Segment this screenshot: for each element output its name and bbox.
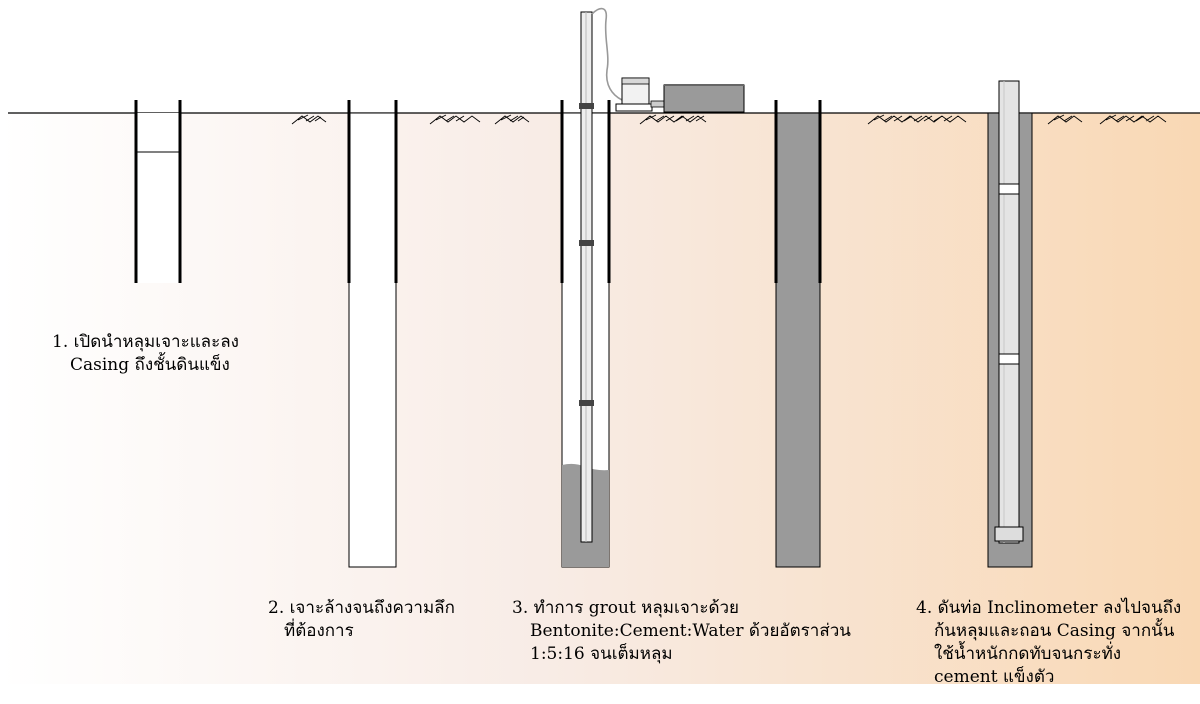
step2-caption-line2: ที่ต้องการ [284,621,354,641]
step4-caption-line2: ก้นหลุมและถอน Casing จากนั้น [934,621,1175,641]
step1-caption-line2: Casing ถึงชั้นดินแข็ง [70,355,230,375]
step3-borehole [560,7,745,568]
step3-caption-line3: 1:5:16 จนเต็มหลุม [530,644,673,664]
step1-caption-line1: 1. เปิดนำหลุมเจาะและลง [52,332,239,352]
step1-borehole [134,100,182,283]
step3-caption-line2: Bentonite:Cement:Water ด้วยอัตราส่วน [530,621,851,641]
ground-hatch-marks [291,114,1167,125]
step4-inclinometer-pipe [998,80,1020,544]
step2-borehole [347,100,398,568]
step1-caption: 1. เปิดนำหลุมเจาะและลง Casing ถึงชั้นดิน… [52,331,239,377]
step4-caption-line3: ใช้น้ำหนักกดทับจนกระทั่ง [934,644,1122,664]
step4-caption: 4. ดันท่อ Inclinometer ลงไปจนถึง ก้นหลุม… [916,597,1181,689]
step2-caption-line1: 2. เจาะล้างจนถึงความลึก [268,598,455,618]
step2-caption: 2. เจาะล้างจนถึงความลึก ที่ต้องการ [268,597,455,643]
step3-grout-mixer-tank [663,84,745,113]
step4-caption-line4: cement แข็งตัว [934,667,1055,687]
step3-caption-line1: 3. ทำการ grout หลุมเจาะด้วย [512,598,740,618]
step3-caption: 3. ทำการ grout หลุมเจาะด้วย Bentonite:Ce… [512,597,851,666]
step4-caption-line1: 4. ดันท่อ Inclinometer ลงไปจนถึง [916,598,1182,618]
step3-grout-hose [591,7,623,101]
step4-bottom-cap [994,526,1024,542]
step4-pipe-coupling [998,353,1020,365]
grout-filled-borehole [774,100,822,568]
step4-borehole [987,80,1033,568]
step4-pipe-coupling [998,183,1020,195]
